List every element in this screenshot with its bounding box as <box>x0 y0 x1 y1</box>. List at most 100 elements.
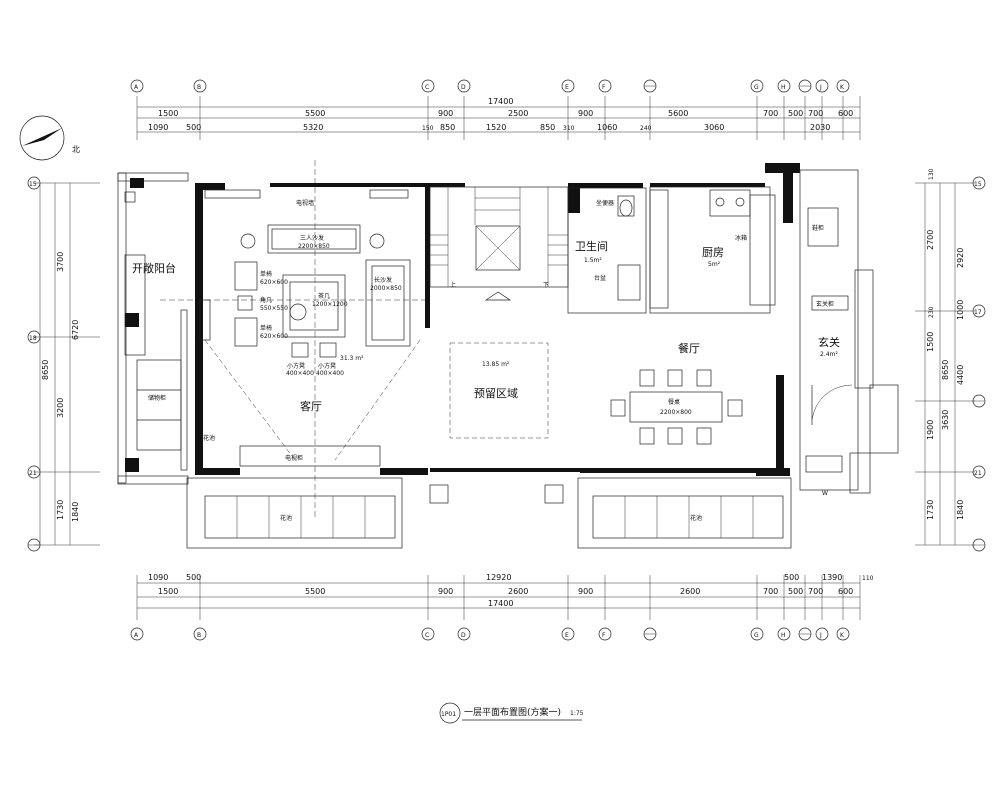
bottom-dim-label: 1500 <box>158 587 178 596</box>
bottom-dim-label: 500 <box>784 573 799 582</box>
top-dim-label: 5500 <box>305 109 325 118</box>
top-dim-label: 5600 <box>668 109 688 118</box>
right-dim-label: 1900 <box>926 420 935 440</box>
bottom-dim-label: 110 <box>862 575 874 582</box>
walls <box>117 163 899 494</box>
bottom-dim-label: 12920 <box>486 573 511 582</box>
dining-table-size-label: 2200×800 <box>660 409 692 416</box>
bottom-dimension-lines: 1090 500 12920 500 1390 110 1500 5500 90… <box>136 573 874 620</box>
top-dim-label: 900 <box>438 109 453 118</box>
long-sofa-size-label: 2000×850 <box>370 285 402 292</box>
grid-axis-label: 15 <box>974 181 982 188</box>
armchair-label: 单椅 <box>260 324 272 332</box>
top-dim-label: 1090 <box>148 123 168 132</box>
bottom-dim-label: 900 <box>578 587 593 596</box>
top-dim-label: 600 <box>838 109 853 118</box>
bottom-dim-label: 500 <box>788 587 803 596</box>
right-dim-label: 1500 <box>926 332 935 352</box>
top-dim-label: 850 <box>440 123 455 132</box>
caption-scale: 1:75 <box>570 710 584 717</box>
grid-axis-label: 18 <box>29 335 37 342</box>
top-dim-label: 310 <box>563 125 575 132</box>
grid-axis-label: D <box>461 632 466 639</box>
right-dim-label: 130 <box>928 168 935 180</box>
shoe-cabinet-label: 鞋柜 <box>812 224 824 232</box>
right-dimension-lines: 15 17 21 8650 2700 1500 1900 1730 2920 1… <box>915 168 986 552</box>
bottom-dim-label: 500 <box>186 573 201 582</box>
grid-axis-label: A <box>134 632 139 639</box>
grid-axis-label: 15 <box>29 181 37 188</box>
bathroom-size-label: 1.5m² <box>584 257 602 264</box>
left-dim-label: 1730 <box>56 500 65 520</box>
bottom-grid-axes: A B C D E F G H J K <box>130 627 850 641</box>
bottom-dim-label: 900 <box>438 587 453 596</box>
left-dim-label: 6720 <box>71 320 80 340</box>
right-total-dimension: 8650 <box>941 360 950 380</box>
kitchen: 厨房 5m² 冰箱 <box>702 189 776 306</box>
bay-planter-label: 花池 <box>690 514 702 522</box>
open-balcony-label: 开敞阳台 <box>132 261 176 275</box>
long-sofa-label: 长沙发 <box>374 276 392 284</box>
grid-axis-label: J <box>819 632 822 639</box>
caption-title: 一层平面布置图(方案一) <box>464 706 561 718</box>
bottom-dim-label: 600 <box>838 587 853 596</box>
right-dim-label: 1000 <box>956 300 965 320</box>
top-dimension-lines: 17400 1500 5500 900 2500 900 5600 700 50… <box>136 96 861 140</box>
kitchen-label: 厨房 <box>702 246 724 259</box>
window-marker-label: W <box>822 490 828 497</box>
caption-badge: 1P01 <box>441 711 456 718</box>
bottom-dim-label: 5500 <box>305 587 325 596</box>
grid-axis-label: E <box>565 84 569 91</box>
top-dim-label: 700 <box>763 109 778 118</box>
bottom-dim-label: 2600 <box>508 587 528 596</box>
top-dim-label: 2500 <box>508 109 528 118</box>
stair-area: 上 下 13.85 m² 预留区域 <box>430 187 568 439</box>
grid-axis-label: G <box>754 632 759 639</box>
side-table-label: 角几 <box>260 296 272 304</box>
living-room-label: 客厅 <box>300 399 322 413</box>
grid-axis-label: G <box>754 84 759 91</box>
dining-room: 餐厅 餐桌 2200×800 <box>610 341 743 445</box>
grid-axis-label: C <box>425 84 429 91</box>
bottom-dim-label: 2600 <box>680 587 700 596</box>
bay-planter-label: 花池 <box>280 514 292 522</box>
grid-axis-label: 21 <box>29 470 37 477</box>
grid-axis-label: C <box>425 632 429 639</box>
top-dim-label: 240 <box>640 125 652 132</box>
grid-axis-label: K <box>840 84 845 91</box>
reserved-area-size-label: 13.85 m² <box>482 361 510 368</box>
grid-axis-label: K <box>840 632 845 639</box>
grid-axis-label: H <box>781 632 786 639</box>
armchair-label: 单椅 <box>260 270 272 278</box>
top-dim-label: 150 <box>422 125 434 132</box>
left-dim-label: 1840 <box>71 502 80 522</box>
right-dim-label: 1730 <box>926 500 935 520</box>
right-dim-label: 4400 <box>956 365 965 385</box>
top-grid-axes: A B C D E F G H J K <box>130 79 850 93</box>
bottom-total-dimension: 17400 <box>488 599 513 608</box>
grid-axis-label: 17 <box>974 309 982 316</box>
living-area-label: 31.3 m² <box>340 355 364 362</box>
stool-size-label: 400×400 <box>316 370 344 377</box>
stair-up-label: 上 <box>450 281 456 289</box>
kitchen-size-label: 5m² <box>708 261 721 268</box>
sofa-size-label: 2200×850 <box>298 243 330 250</box>
top-dim-label: 850 <box>540 123 555 132</box>
grid-axis-label: D <box>461 84 466 91</box>
north-label: 北 <box>72 145 80 154</box>
top-dim-label: 900 <box>578 109 593 118</box>
stool-label: 小方凳 <box>318 362 336 370</box>
top-dim-label: 1520 <box>486 123 506 132</box>
right-dim-label: 1840 <box>956 500 965 520</box>
foyer-size-label: 2.4m² <box>820 351 838 358</box>
bottom-dim-label: 1090 <box>148 573 168 582</box>
right-dim-label: 2700 <box>926 230 935 250</box>
coffee-table-size-label: 1200×1200 <box>312 301 348 308</box>
armchair-size-label: 620×600 <box>260 333 288 340</box>
grid-axis-label: F <box>602 84 606 91</box>
bottom-dim-label: 700 <box>763 587 778 596</box>
stool-size-label: 400×400 <box>286 370 314 377</box>
top-total-dimension: 17400 <box>488 97 513 106</box>
drawing-caption: 1P01 一层平面布置图(方案一) 1:75 <box>439 702 584 724</box>
